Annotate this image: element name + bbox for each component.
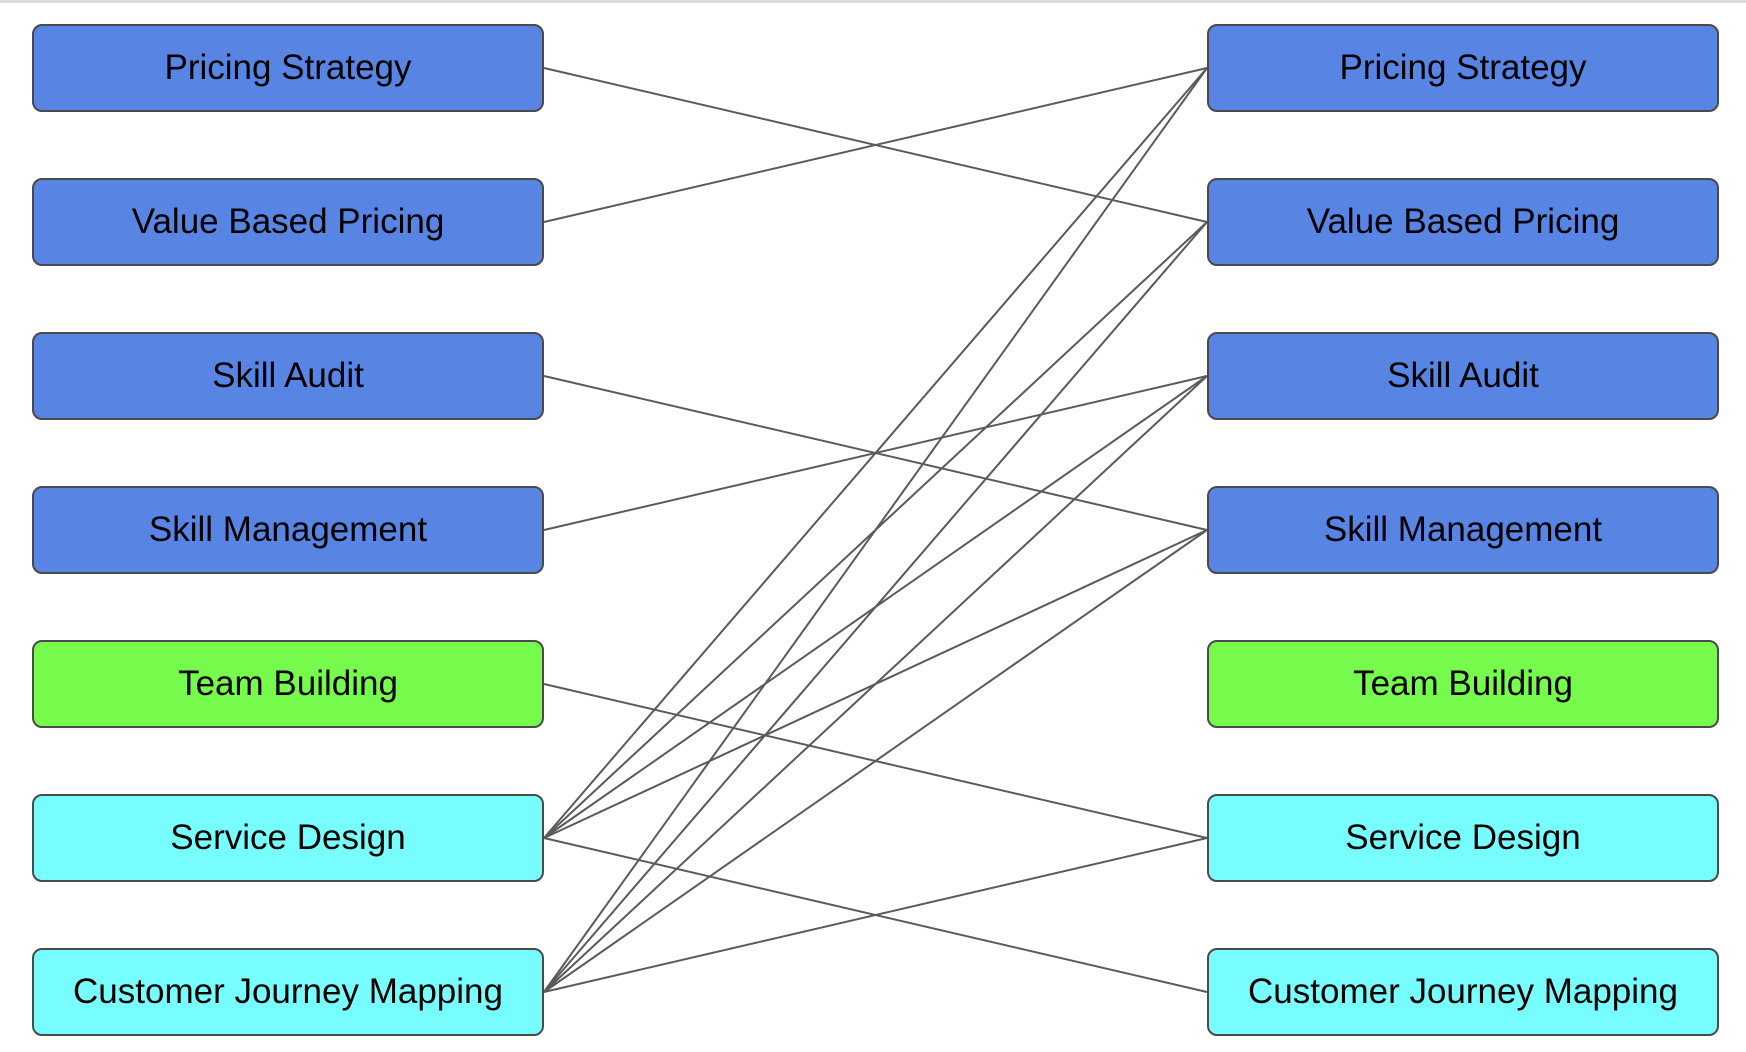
node-label: Customer Journey Mapping: [73, 972, 503, 1011]
node-label: Service Design: [170, 818, 406, 857]
right-node-value-based-pricing[interactable]: Value Based Pricing: [1207, 178, 1719, 266]
link-customer-journey-mapping-to-skill-management: [543, 529, 1208, 993]
node-label: Pricing Strategy: [1339, 48, 1587, 87]
node-label: Service Design: [1345, 818, 1581, 857]
right-node-pricing-strategy[interactable]: Pricing Strategy: [1207, 24, 1719, 112]
node-label: Customer Journey Mapping: [1248, 972, 1678, 1011]
link-customer-journey-mapping-to-value-based-pricing: [543, 221, 1208, 993]
node-label: Value Based Pricing: [131, 202, 445, 241]
link-customer-journey-mapping-to-skill-audit: [543, 375, 1208, 993]
link-customer-journey-mapping-to-pricing-strategy: [543, 67, 1208, 993]
left-node-service-design[interactable]: Service Design: [32, 794, 544, 882]
right-node-service-design[interactable]: Service Design: [1207, 794, 1719, 882]
link-customer-journey-mapping-to-service-design: [543, 837, 1208, 993]
node-label: Team Building: [1353, 664, 1573, 703]
left-node-pricing-strategy[interactable]: Pricing Strategy: [32, 24, 544, 112]
node-label: Team Building: [178, 664, 398, 703]
left-node-skill-management[interactable]: Skill Management: [32, 486, 544, 574]
node-label: Pricing Strategy: [164, 48, 412, 87]
left-node-skill-audit[interactable]: Skill Audit: [32, 332, 544, 420]
node-label: Skill Management: [148, 510, 428, 549]
right-node-skill-management[interactable]: Skill Management: [1207, 486, 1719, 574]
left-node-value-based-pricing[interactable]: Value Based Pricing: [32, 178, 544, 266]
node-label: Value Based Pricing: [1306, 202, 1620, 241]
link-service-design-to-pricing-strategy: [543, 67, 1208, 839]
link-value-based-pricing-to-pricing-strategy: [543, 67, 1208, 223]
right-node-team-building[interactable]: Team Building: [1207, 640, 1719, 728]
node-label: Skill Audit: [1387, 356, 1539, 395]
node-label: Skill Audit: [212, 356, 364, 395]
top-border: [0, 0, 1746, 3]
left-node-customer-journey-mapping[interactable]: Customer Journey Mapping: [32, 948, 544, 1036]
left-node-team-building[interactable]: Team Building: [32, 640, 544, 728]
right-node-skill-audit[interactable]: Skill Audit: [1207, 332, 1719, 420]
right-node-customer-journey-mapping[interactable]: Customer Journey Mapping: [1207, 948, 1719, 1036]
node-label: Skill Management: [1323, 510, 1603, 549]
